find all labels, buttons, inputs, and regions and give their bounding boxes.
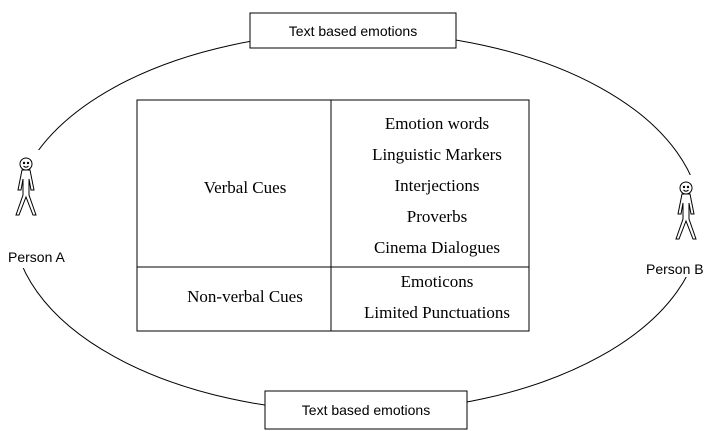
stick-figure-icon: [15, 157, 37, 216]
top-label-box: Text based emotions: [249, 12, 457, 49]
stick-figure-icon: [675, 181, 697, 240]
bottom-label: Text based emotions: [302, 402, 430, 418]
cues-table: Verbal Cues Emotion words Linguistic Mar…: [136, 99, 530, 332]
category-non-verbal-cues: Non-verbal Cues: [187, 287, 303, 306]
bottom-label-box: Text based emotions: [264, 390, 468, 430]
cue-item: Emoticons: [401, 272, 474, 291]
cue-item: Emotion words: [385, 114, 489, 133]
cue-item: Proverbs: [407, 207, 467, 226]
person-a-label: Person A: [8, 249, 65, 265]
cue-item: Interjections: [395, 176, 480, 195]
person-b: Person B: [640, 175, 711, 277]
top-label: Text based emotions: [289, 23, 417, 39]
category-verbal-cues: Verbal Cues: [204, 178, 287, 197]
cue-item: Cinema Dialogues: [374, 238, 500, 257]
cue-item: Linguistic Markers: [372, 145, 502, 164]
cue-item: Limited Punctuations: [364, 303, 510, 322]
person-b-label: Person B: [646, 261, 704, 277]
person-a: Person A: [0, 150, 65, 268]
